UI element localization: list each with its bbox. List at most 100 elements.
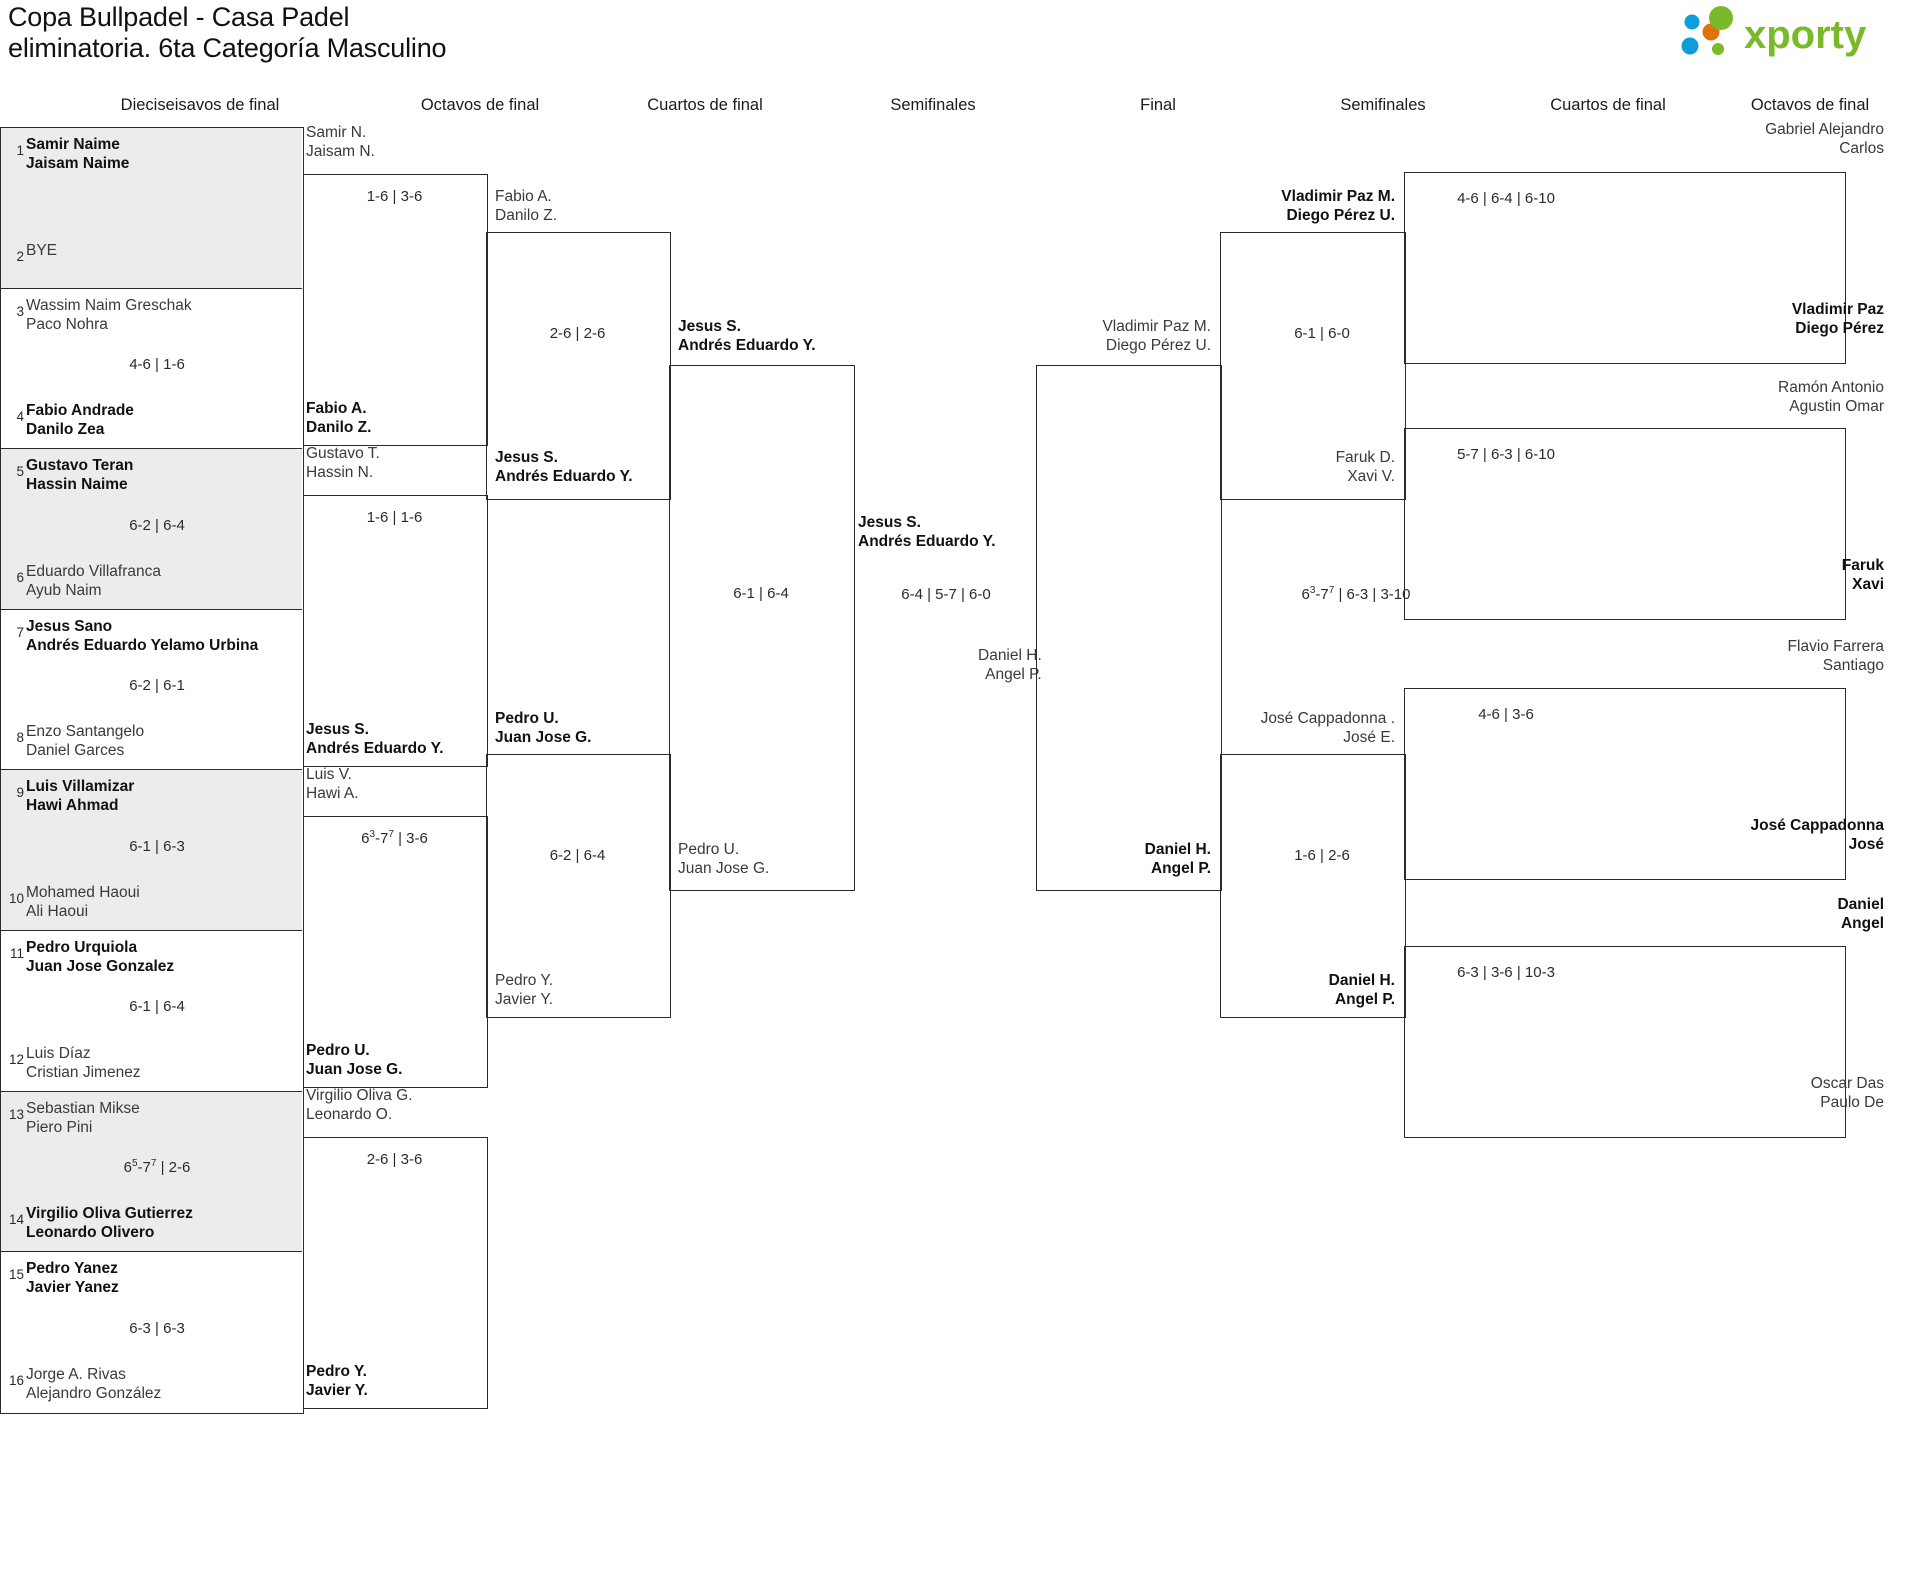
round-header-r16-left: Octavos de final [420, 96, 540, 114]
qfl-score-0: 2-6 | 2-6 [549, 325, 606, 342]
r16l-top-2: Luis V.Hawi A. [306, 766, 359, 802]
r32-seed-1: 1 [16, 143, 24, 158]
r32-divider-1 [0, 287, 302, 289]
round-header-qf-right: Cuartos de final [1550, 96, 1666, 114]
r32-divider-2 [0, 448, 302, 450]
final-bot: Daniel H.Angel P. [978, 647, 1042, 683]
svg-text:xporty: xporty [1744, 13, 1867, 57]
sfl-box [669, 365, 855, 891]
r16l-box-0 [303, 174, 488, 447]
r32-frame [0, 127, 304, 1414]
r8r-box-2 [1404, 688, 1846, 880]
r16l-score-0: 1-6 | 3-6 [366, 188, 423, 205]
sfl-score: 6-1 | 6-4 [733, 585, 789, 602]
qfl-bot-1: Pedro Y.Javier Y. [495, 972, 554, 1008]
r32-seed-11: 11 [9, 946, 24, 961]
r16l-bot-1: Jesus S.Andrés Eduardo Y. [306, 721, 444, 758]
r16l-score-2: 63-77 | 3-6 [361, 829, 428, 848]
qfr-score-0: 6-1 | 6-0 [1294, 325, 1350, 342]
r32-divider-4 [0, 769, 302, 771]
round-header-sf-right: Semifinales [1340, 96, 1426, 114]
qfr-top-0: Vladimir Paz M.Diego Pérez U. [1281, 188, 1395, 224]
r32-divider-6 [0, 1090, 302, 1092]
r32-seed-9: 9 [16, 785, 24, 801]
r32-score-5: 6-1 | 6-4 [129, 998, 185, 1016]
r32-seed-12: 12 [8, 1051, 24, 1067]
r16l-bot-0: Fabio A.Danilo Z. [306, 400, 372, 437]
r32-seed-14: 14 [8, 1212, 24, 1228]
r32-seed-4: 4 [16, 409, 24, 425]
r32-seed-3: 3 [16, 303, 24, 319]
final-score: 6-4 | 5-7 | 6-0 [901, 586, 991, 603]
sfr-score: 63-77 | 6-3 | 3-10 [1301, 585, 1411, 604]
r16l-top-3: Virgilio Oliva G.Leonardo O. [306, 1087, 413, 1123]
qfr-bot-1: Daniel H.Angel P. [1328, 972, 1395, 1008]
qfl-box-0 [486, 232, 671, 500]
sfl-bot: Pedro U.Juan Jose G. [678, 841, 770, 877]
r32-team-2: BYE [26, 241, 58, 259]
qfr-score-1: 1-6 | 2-6 [1294, 847, 1350, 864]
r8r-score-1: 5-7 | 6-3 | 6-10 [1457, 446, 1555, 463]
sfr-top: Vladimir Paz M.Diego Pérez U. [1102, 318, 1211, 354]
r32-score-4: 6-1 | 6-3 [129, 837, 185, 855]
qfr-box-0 [1220, 232, 1406, 500]
xporty-logo: xporty [1674, 6, 1914, 60]
r16l-box-3 [303, 1137, 488, 1410]
r8r-score-3: 6-3 | 3-6 | 10-3 [1457, 964, 1555, 981]
r8r-box-3 [1404, 946, 1846, 1138]
r32-score-3: 6-2 | 6-1 [129, 677, 185, 695]
r32-seed-13: 13 [8, 1106, 24, 1122]
sfl-top: Jesus S.Andrés Eduardo Y. [678, 318, 816, 354]
round-header-r8-right: Octavos de final [1750, 96, 1870, 114]
r8r-box-1 [1404, 428, 1846, 620]
r16l-top-1: Gustavo T.Hassin N. [306, 445, 380, 481]
r32-seed-5: 5 [16, 464, 24, 480]
qfr-top-1: José Cappadonna .José E. [1260, 710, 1395, 746]
r32-shade-2 [0, 769, 302, 930]
round-header-final: Final [1140, 96, 1176, 114]
page-title: Copa Bullpadel - Casa Padel eliminatoria… [8, 2, 447, 63]
final-top: Jesus S.Andrés Eduardo Y. [858, 514, 996, 550]
r32-score-6: 65-77 | 2-6 [123, 1157, 191, 1176]
r32-score-7: 6-3 | 6-3 [129, 1319, 185, 1337]
r32-seed-7: 7 [16, 624, 24, 640]
r32-shade-0 [0, 127, 302, 288]
qfr-bot-0: Faruk D.Xavi V. [1335, 449, 1395, 485]
r32-divider-5 [0, 930, 302, 931]
r8r-score-2: 4-6 | 3-6 [1478, 706, 1534, 723]
qfl-top-1: Pedro U.Juan Jose G. [495, 710, 592, 746]
r32-shade-1 [0, 448, 302, 609]
r16l-box-1 [303, 495, 488, 768]
qfl-top-0: Fabio A.Danilo Z. [495, 188, 558, 224]
r32-seed-10: 10 [8, 891, 24, 906]
round-header-qf-left: Cuartos de final [647, 96, 763, 114]
r32-score-1: 4-6 | 1-6 [129, 355, 185, 373]
r32-seed-6: 6 [16, 569, 24, 585]
r32-shade-3 [0, 1090, 302, 1252]
sfr-bot: Daniel H.Angel P. [1144, 841, 1211, 877]
r16l-bot-2: Pedro U.Juan Jose G. [306, 1042, 403, 1079]
